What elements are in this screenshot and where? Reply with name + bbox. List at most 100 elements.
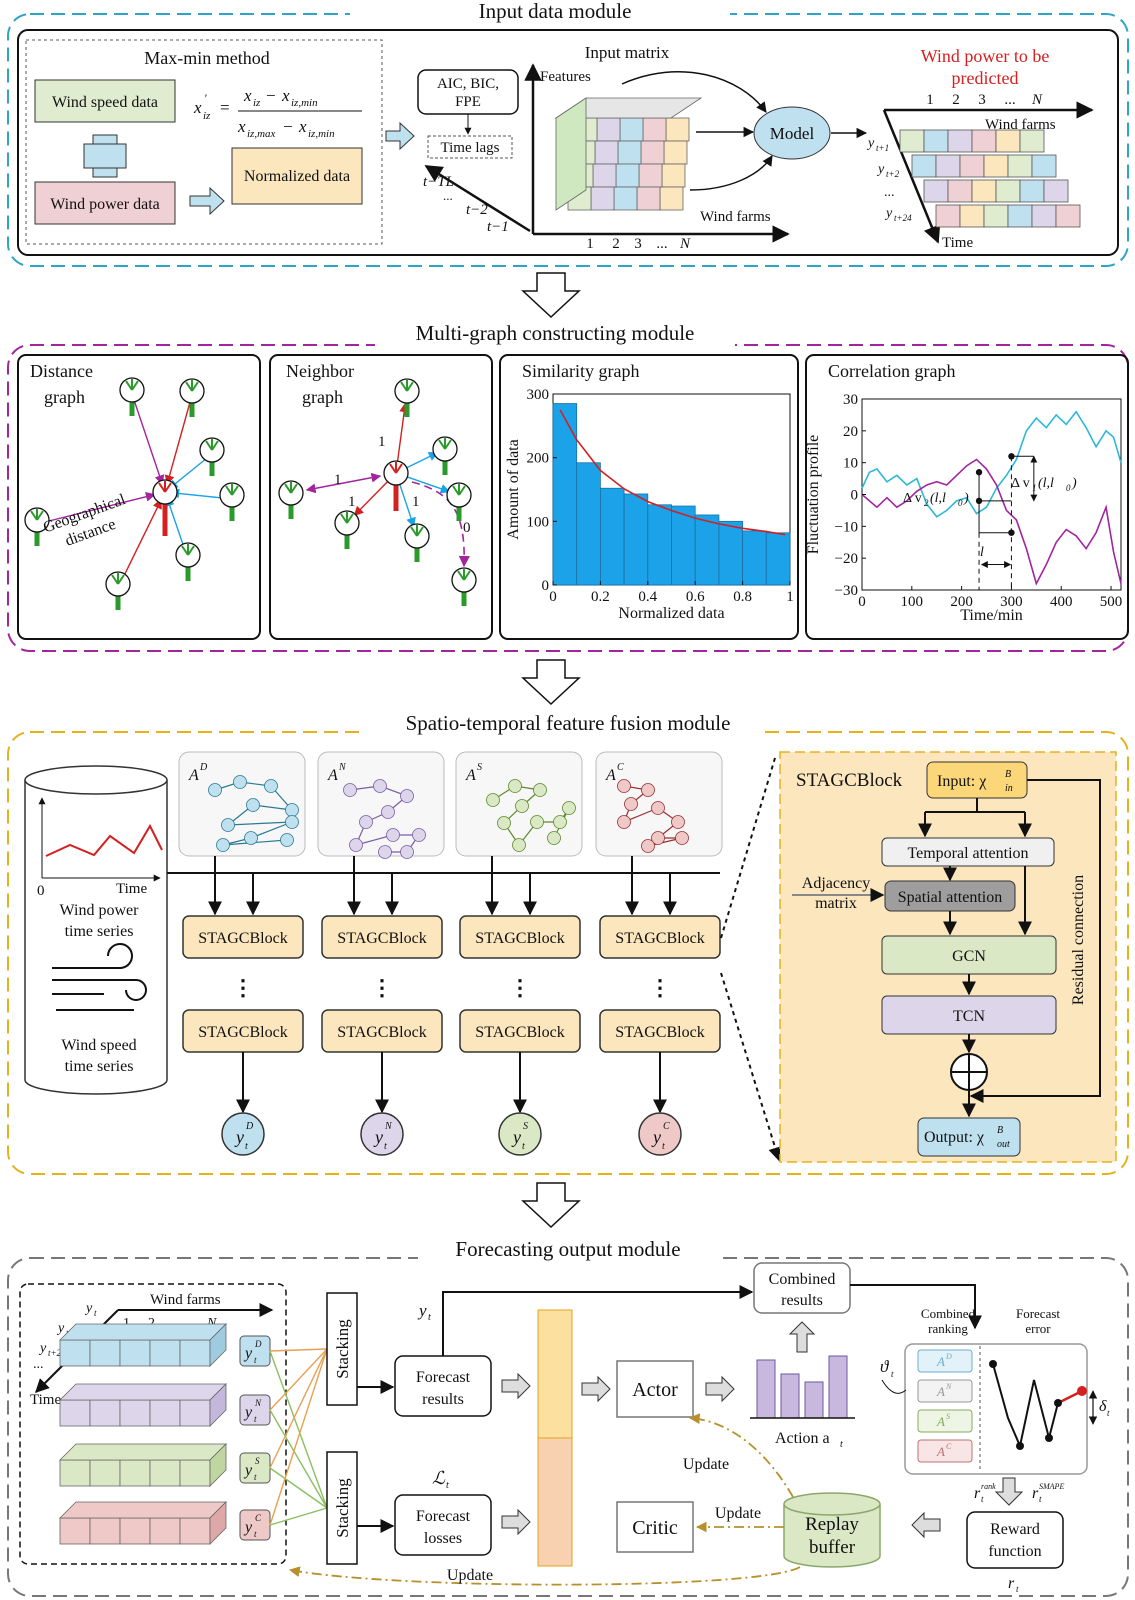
stack-output-y: y <box>243 1462 253 1479</box>
normalize-arrow <box>189 186 225 216</box>
neighbor-edge-1c: 1 <box>348 494 356 510</box>
svg-text:iz,min: iz,min <box>308 128 335 140</box>
output-node <box>221 1112 265 1156</box>
stagcblock-top-label: STAGCBlock <box>198 930 287 947</box>
correlation-point <box>975 497 983 505</box>
state-vector-results <box>537 1309 573 1439</box>
error-line <box>992 1363 1059 1450</box>
input-data-module: Input data module Max-min method Wind sp… <box>7 0 1129 267</box>
r-rank: r <box>974 1485 981 1502</box>
stack-yt-sub: t <box>94 1308 97 1318</box>
forecast-error-1: Forecast <box>1016 1306 1060 1321</box>
lag-t1: t−1 <box>487 219 509 235</box>
graph-edge <box>227 821 293 826</box>
predict-cell <box>1043 179 1069 203</box>
r-rank-sup: rank <box>981 1482 996 1491</box>
output-node-y: y <box>511 1127 521 1147</box>
wind-power-box <box>34 181 176 225</box>
prediction-slab <box>59 1323 227 1367</box>
graph-node <box>515 799 529 813</box>
stagc-spatial: Spatial attention <box>898 889 1002 906</box>
neighbor-edge-1a: 1 <box>334 472 342 488</box>
svg-text:iz: iz <box>253 97 261 109</box>
stack-ydots: ... <box>33 1357 44 1372</box>
correlation-plot-area <box>861 398 1122 591</box>
x-tick-label: 0.6 <box>686 589 705 605</box>
distance-edge <box>131 393 165 486</box>
graph-node <box>233 775 247 789</box>
predict-cell <box>947 179 973 203</box>
turbine-icon <box>334 510 360 549</box>
stacking-link-bottom <box>269 1409 328 1509</box>
turbine-icon <box>394 378 420 417</box>
similarity-bar <box>647 504 672 586</box>
graph-node <box>641 839 655 853</box>
neighbor-edge <box>391 402 410 471</box>
graph-node <box>617 815 631 829</box>
stack-tick-1: 1 <box>123 1316 130 1331</box>
svg-text:t: t <box>891 1369 894 1379</box>
forecast-results-1: Forecast <box>416 1369 471 1386</box>
stack-tick-n: N <box>206 1316 217 1331</box>
annotation-v1-arg: (l,l <box>1038 476 1054 491</box>
predict-tick-1: 1 <box>926 92 934 108</box>
slab-cell <box>89 1459 121 1487</box>
similarity-bar <box>623 493 649 586</box>
stacking-label-bottom: Stacking <box>333 1478 352 1538</box>
graph-node <box>285 803 299 817</box>
output-node-sup: C <box>663 1121 670 1132</box>
distance-edge <box>36 491 156 525</box>
neighbor-edge-1d: 1 <box>412 494 420 510</box>
graph-node <box>381 805 395 819</box>
slab-cell <box>179 1339 211 1367</box>
graph-node <box>246 798 260 812</box>
slab-cell <box>119 1517 151 1545</box>
similarity-bar <box>552 403 578 586</box>
model-node <box>753 106 831 160</box>
predict-cell <box>1019 179 1045 203</box>
lag-dots: ... <box>443 188 453 203</box>
stagc-output: Output: χ <box>924 1129 985 1146</box>
annotation-l: l <box>980 545 984 560</box>
x-tick-label: 0.4 <box>638 589 657 605</box>
predict-cell <box>983 204 1009 228</box>
y-tick-label: 20 <box>843 424 858 440</box>
graph-module-title: Multi-graph constructing module <box>416 321 695 345</box>
stacking-link-bottom <box>269 1350 328 1509</box>
similarity-x-label: Normalized data <box>618 605 724 622</box>
y-tick-label: 100 <box>527 514 550 530</box>
predict-cell <box>959 154 985 178</box>
distance-graph-panel: Distance graph Geographical distance <box>17 354 261 640</box>
rank-item-label: A <box>936 1384 945 1399</box>
stagcblock-bottom-label: STAGCBlock <box>337 1024 426 1041</box>
graph-node <box>530 815 544 829</box>
stack-output-sup: N <box>254 1398 262 1408</box>
action-bars <box>756 1355 848 1419</box>
correlation-point <box>1008 529 1015 536</box>
y-tick-label: −10 <box>835 519 858 535</box>
output-node-sub: t <box>384 1141 387 1152</box>
neighbor-dashed-edge <box>411 481 470 568</box>
similarity-bar <box>600 487 625 586</box>
forecast-error-2: error <box>1025 1321 1051 1336</box>
center-blades <box>389 462 403 474</box>
annotation-delta-v2: Δ v <box>903 491 922 506</box>
loss-symbol: ℒ <box>432 1468 446 1488</box>
graph-node <box>651 801 665 815</box>
actor-to-action-arrow <box>705 1375 735 1403</box>
x-tick-label: 100 <box>901 594 924 610</box>
svg-text:0: 0 <box>1066 483 1071 493</box>
predict-tick-dots: ... <box>1004 92 1015 108</box>
graph-node <box>216 838 230 852</box>
update-critic: Update <box>715 1505 761 1522</box>
stacking-link-bottom <box>269 1507 328 1526</box>
slab-side <box>209 1323 227 1367</box>
matrix-tick-n: N <box>679 236 691 252</box>
y-t24: y <box>884 206 893 221</box>
svg-text:x: x <box>281 86 290 105</box>
graph-node <box>486 793 500 807</box>
